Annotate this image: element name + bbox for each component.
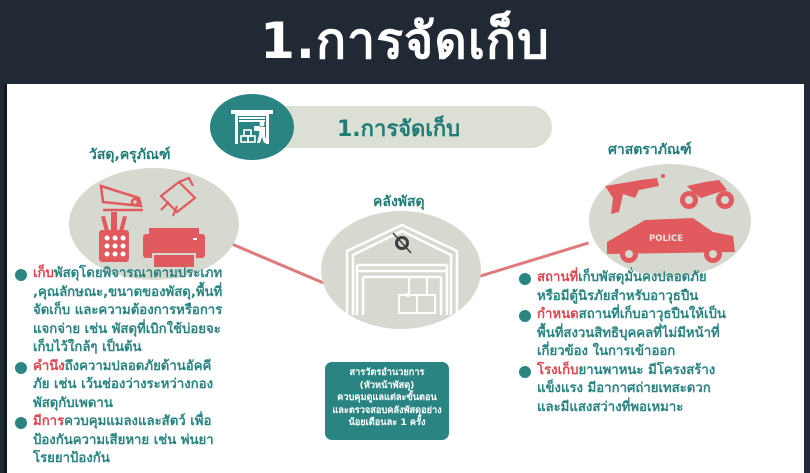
bullet-text: จัดเก็บ และความต้องการหรือการ [33, 303, 223, 318]
binder-clip-icon [159, 176, 197, 217]
bullet-text: แจกจ่าย เช่น พัสดุที่เบิกใช้บ่อยจะ [33, 321, 221, 337]
bullet-text: พัสดุกับเพดาน [33, 395, 113, 411]
bullet-highlight: คำนึง [33, 358, 65, 374]
bullet-text: เกี่ยวข้อง ในการเข้าออก [537, 344, 676, 359]
right-bullet-1: สถานที่เก็บพัสดุมั่นคงปลอดภัย หรือมีตู้น… [519, 269, 804, 306]
bullet-text: สถานที่เก็บอาวุธปืนให้เป็น [578, 307, 726, 322]
note-line: น้อยเดือนละ 1 ครั้ง [348, 417, 426, 429]
police-car-icon [607, 218, 735, 263]
infographic-panel: 1.การจัดเก็บ วัสดุ,ครุภัณฑ์ [4, 84, 804, 473]
bullet-highlight: กำหนด [537, 307, 579, 322]
bullet-text: โรยยาป้องกัน [33, 451, 110, 466]
bullet-highlight: เก็บ [33, 266, 54, 281]
bullet-highlight: โรงเก็บ [537, 362, 579, 378]
header-title: 1.การจัดเก็บ [337, 117, 461, 142]
warehouse-circle [321, 211, 481, 329]
right-bullet-list: สถานที่เก็บพัสดุมั่นคงปลอดภัย หรือมีตู้น… [519, 269, 804, 417]
bullet-text: ,คุณลักษณะ,ขนาดของพัสดุ,พื้นที่ [33, 284, 223, 300]
bullet-highlight: มีการ [33, 414, 65, 429]
bullet-text: ยานพาหนะ มีโครงสร้าง [578, 362, 716, 378]
left-bullet-list: เก็บพัสดุโดยพิจารณาตามประเภท ,คุณลักษณะ,… [15, 265, 335, 469]
bullet-text: ป้องกันความเสียหาย เช่น พ่นยา [33, 432, 214, 448]
pen-holder-icon [99, 212, 129, 262]
bullet-text: ควบคุมแมลงและสัตว์ เพื่อ [64, 414, 212, 429]
left-bullet-3: มีการควบคุมแมลงและสัตว์ เพื่อ ป้องกันควา… [15, 413, 335, 469]
boxes-icon [398, 276, 436, 314]
weapons-label: ศาสตราภัณฑ์ [608, 142, 692, 158]
bullet-text: หรือมีตู้นิรภัยสำหรับอาวุธปืน [537, 288, 699, 304]
slide-title: 1.การจัดเก็บ [260, 11, 550, 70]
bullet-highlight: สถานที่ [537, 270, 579, 285]
header-pill [262, 106, 552, 148]
note-line: ควบคุมดูแลแต่ละขั้นตอน [337, 392, 437, 404]
bullet-text: ถึงความปลอดภัยด้านอัคคี [64, 358, 212, 374]
bullet-text: พื้นที่สงวนสิทธิบุคคลที่ไม่มีหน้าที่ [537, 325, 720, 341]
right-bullet-2: กำหนดสถานที่เก็บอาวุธปืนให้เป็น พื้นที่ส… [519, 306, 804, 362]
warehouse-label: คลังพัสดุ [373, 194, 425, 210]
note-line: (หัวหน้าพัสดุ) [359, 379, 415, 391]
note-box: สารวัตรอำนวยการ (หัวหน้าพัสดุ) ควบคุมดูแ… [325, 362, 449, 440]
bullet-text: เก็บพัสดุมั่นคงปลอดภัย [578, 270, 707, 285]
weapons-circle: POLICE [589, 164, 751, 277]
left-bullet-1: เก็บพัสดุโดยพิจารณาตามประเภท ,คุณลักษณะ,… [15, 265, 335, 358]
bullet-text: ภัย เช่น เว้นช่องว่างระหว่างกอง [33, 377, 214, 392]
supplies-label: วัสดุ,ครุภัณฑ์ [89, 147, 171, 163]
revolver-icon [605, 174, 665, 214]
emblem-icon [392, 232, 412, 254]
warehouse-worker-icon [210, 94, 294, 160]
note-line: และตรวจสอบคลังพัสดุอย่าง [332, 404, 442, 416]
right-bullet-3: โรงเก็บยานพาหนะ มีโครงสร้าง แข็งแรง มีอา… [519, 362, 804, 418]
stapler-icon [99, 184, 143, 212]
supplies-circle [69, 168, 239, 280]
bullet-text: พัสดุโดยพิจารณาตามประเภท [53, 266, 223, 281]
printer-icon [143, 228, 205, 269]
bullet-text: และมีแสงสว่างที่พอเหมาะ [537, 399, 684, 415]
police-label: POLICE [649, 234, 684, 244]
left-bullet-2: คำนึงถึงความปลอดภัยด้านอัคคี ภัย เช่น เว… [15, 358, 335, 414]
bullet-text: เก็บไว้ใกล้ๆ เป็นต้น [33, 340, 142, 355]
note-line: สารวัตรอำนวยการ [349, 367, 425, 378]
bullet-text: แข็งแรง มีอากาศถ่ายเทสะดวก [537, 381, 711, 396]
motorcycle-icon [680, 180, 734, 209]
